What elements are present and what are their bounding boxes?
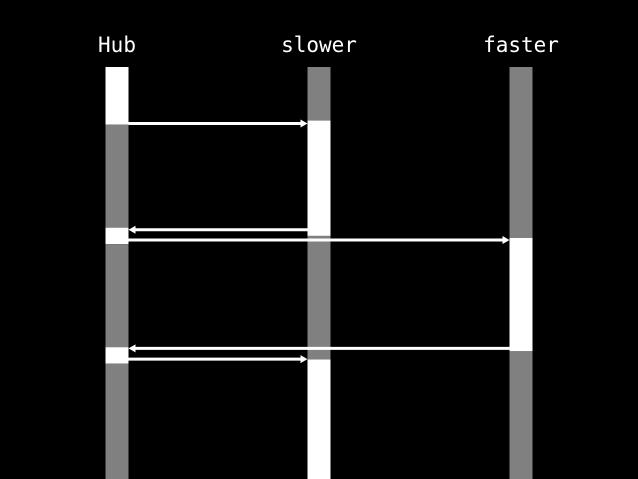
lane-faster-idle-segment-1	[509, 67, 533, 238]
lane-hub-idle-segment-6	[105, 363, 129, 479]
lane-slower-idle-segment-1	[307, 67, 331, 121]
lane-slower-active-segment-4	[307, 359, 331, 479]
message-arrow-3-hub-to-faster	[128, 236, 510, 245]
message-arrows	[128, 119, 510, 364]
arrowhead-icon	[300, 355, 308, 364]
lane-hub-active-segment-1	[105, 67, 129, 125]
arrowhead-icon	[502, 236, 510, 245]
lane-hub-active-segment-5	[105, 347, 129, 364]
lane-slower-idle-segment-3	[307, 235, 331, 360]
lane-bars	[105, 67, 533, 479]
lane-hub-idle-segment-2	[105, 124, 129, 228]
lane-label-slower: slower	[281, 33, 357, 57]
lane-faster-idle-segment-3	[509, 351, 533, 479]
message-arrow-5-hub-to-slower	[128, 355, 308, 364]
lane-label-faster: faster	[483, 33, 559, 57]
lane-faster-active-segment-2	[509, 237, 533, 352]
arrowhead-icon	[128, 225, 136, 234]
arrowhead-icon	[128, 344, 136, 353]
lane-slower-active-segment-2	[307, 120, 331, 236]
arrowhead-icon	[300, 119, 308, 128]
lane-label-hub: Hub	[98, 33, 136, 57]
lane-hub-idle-segment-4	[105, 244, 129, 348]
lane-labels: Hub slower faster	[98, 33, 559, 57]
message-arrow-1-hub-to-slower	[128, 119, 308, 128]
message-arrow-4-faster-to-hub	[128, 344, 510, 353]
message-arrow-2-slower-to-hub	[128, 225, 308, 234]
lane-hub-active-segment-3	[105, 227, 129, 245]
